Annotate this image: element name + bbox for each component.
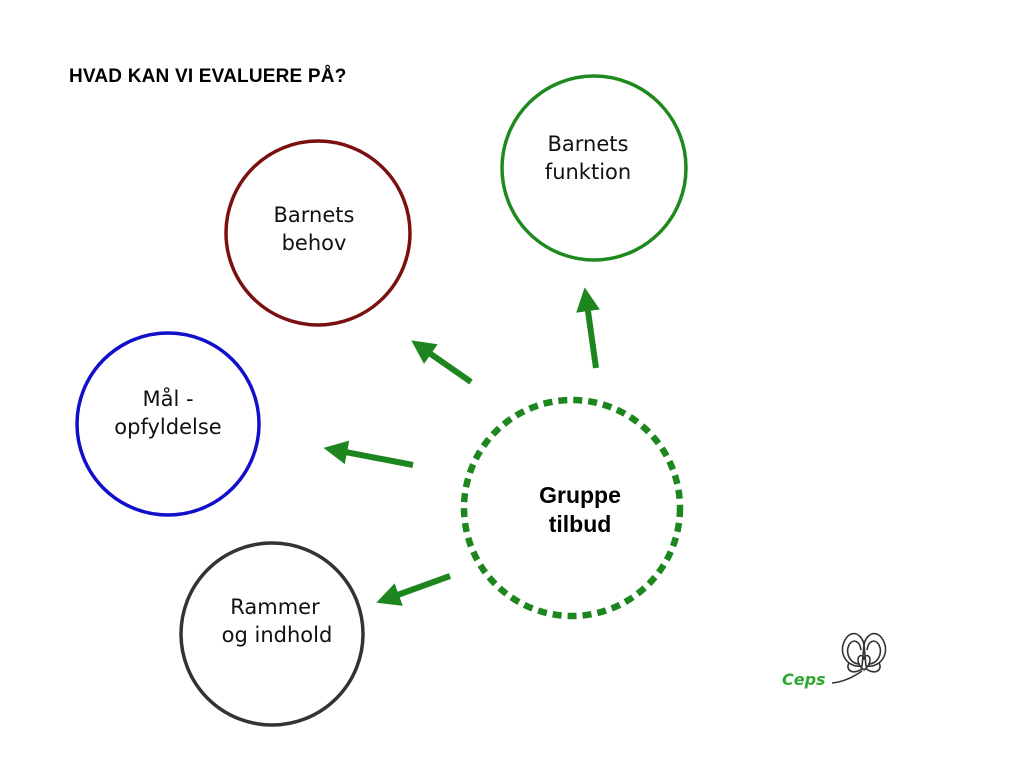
arrow-to-barnets-behov [411,340,473,385]
node-rammer-og-indhold-line1: Rammer [230,595,320,619]
svg-text:behov: behov [282,231,347,255]
node-barnets-behov-ring [224,139,412,327]
node-barnets-funktion-ring [500,74,688,262]
node-barnets-funktion-line1: Barnets [548,132,629,156]
svg-text:Rammer: Rammer [230,595,320,619]
node-maal-opfyldelse: Mål - opfyldelse [75,331,261,517]
ceps-logo-text: Ceps [782,670,826,689]
arrow-to-maal-opfyldelse [323,440,414,468]
arrows [323,287,600,606]
arrow-to-rammer-og-indhold [376,573,452,606]
node-barnets-behov: Barnets behov [224,139,412,327]
node-rammer-og-indhold: Rammer og indhold [179,541,365,727]
svg-text:opfyldelse: opfyldelse [114,415,221,439]
node-maal-opfyldelse-line2: opfyldelse [114,415,221,439]
node-gruppe-tilbud-ring [460,396,684,620]
ceps-butterfly-icon [831,632,887,684]
arrow-to-barnets-funktion [576,287,600,369]
node-barnets-behov-line1: Barnets [274,203,355,227]
node-maal-opfyldelse-ring [75,331,261,517]
node-maal-opfyldelse-line1: Mål - [142,386,193,411]
ceps-logo: Ceps [782,632,887,689]
svg-text:funktion: funktion [545,160,631,184]
page-title: HVAD KAN VI EVALUERE PÅ? [69,66,347,87]
node-barnets-funktion: Barnets funktion [500,74,688,262]
node-rammer-og-indhold-ring [179,541,365,727]
svg-text:tilbud: tilbud [549,511,612,537]
svg-text:Gruppe: Gruppe [539,482,621,508]
svg-text:Ceps: Ceps [782,670,826,689]
node-gruppe-tilbud: Gruppe tilbud [460,396,684,620]
svg-text:Barnets: Barnets [274,203,355,227]
svg-text:Barnets: Barnets [548,132,629,156]
node-gruppe-tilbud-line2: tilbud [549,511,612,537]
svg-text:og indhold: og indhold [222,623,333,647]
node-gruppe-tilbud-line1: Gruppe [539,482,621,508]
node-rammer-og-indhold-line2: og indhold [222,623,333,647]
svg-text:Mål -: Mål - [142,386,193,411]
node-barnets-funktion-line2: funktion [545,160,631,184]
node-barnets-behov-line2: behov [282,231,347,255]
